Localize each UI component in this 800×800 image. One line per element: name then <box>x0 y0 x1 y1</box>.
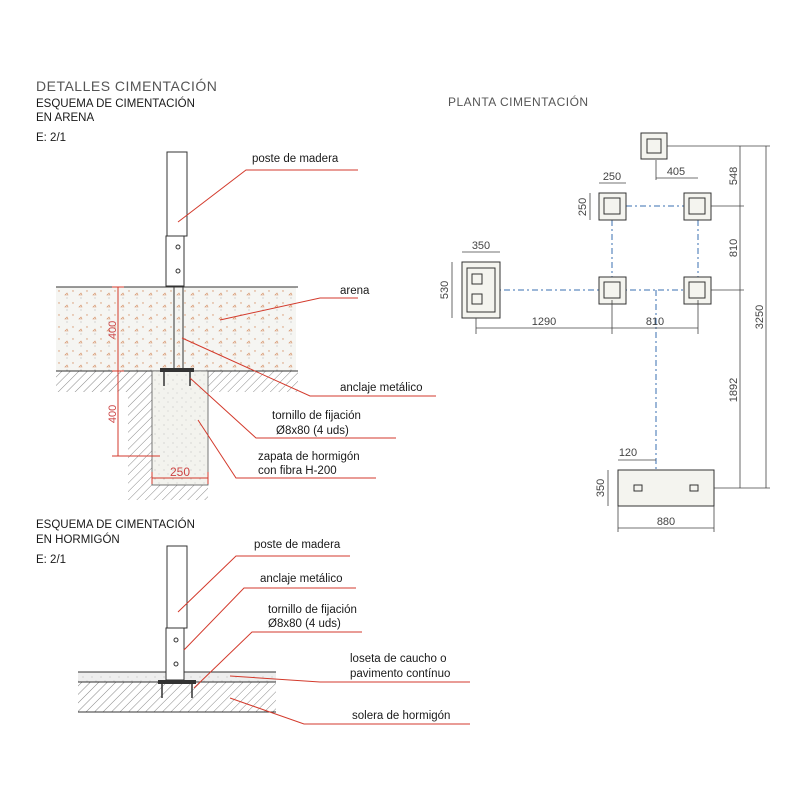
label-footing-line1: zapata de hormigón <box>258 451 360 463</box>
label-footing-line2: con fibra H-200 <box>258 465 337 477</box>
leader-sand <box>219 297 358 321</box>
dim-plan-880: 880 <box>657 516 675 528</box>
dim-plan-3250: 3250 <box>754 305 766 329</box>
dim-plan-1892: 1892 <box>728 378 740 402</box>
plan-dimension-lines <box>451 145 770 532</box>
dim-plan-810-vertical: 810 <box>728 239 740 257</box>
label-concrete-bolt1: tornillo de fijación <box>268 604 357 616</box>
label-concrete-post: poste de madera <box>254 539 341 551</box>
leader-anchor <box>181 337 436 397</box>
label-wooden-post: poste de madera <box>252 153 339 165</box>
label-concrete-slab: solera de hormigón <box>352 710 450 722</box>
concrete-anchor-plate <box>165 627 185 681</box>
dim-plan-250-width: 250 <box>603 171 621 183</box>
concrete-wooden-post <box>166 545 188 629</box>
plan-footing-tr <box>683 192 712 221</box>
foundation-plan: 250 250 405 548 810 3250 350 530 1290 81… <box>439 132 770 532</box>
dim-plan-1290: 1290 <box>532 316 556 328</box>
label-sand: arena <box>340 285 370 297</box>
anchor-plate <box>165 235 185 287</box>
dim-plan-250-height: 250 <box>577 198 589 216</box>
dim-plan-810-horizontal: 810 <box>646 316 664 328</box>
dim-sand-depth: 400 <box>107 321 119 339</box>
concrete-slab <box>78 682 276 712</box>
plan-footing-bl <box>598 276 627 305</box>
label-concrete-bolt2: Ø8x80 (4 uds) <box>268 618 341 630</box>
concrete-section: poste de madera anclaje metálico tornill… <box>78 539 470 725</box>
leader-bolt <box>189 377 396 439</box>
dim-plan-548: 548 <box>728 167 740 185</box>
label-tile-line2: pavimento contínuo <box>350 668 450 680</box>
leader-footing <box>197 419 376 479</box>
label-concrete-anchor: anclaje metálico <box>260 573 342 585</box>
wooden-post <box>166 151 188 237</box>
plan-title: PLANTA CIMENTACIÓN <box>448 94 589 109</box>
plan-footing-top <box>640 132 668 160</box>
label-tile-line1: loseta de caucho o <box>350 653 447 665</box>
label-bolt-line2: Ø8x80 (4 uds) <box>276 425 349 437</box>
plan-footing-tl <box>598 192 627 221</box>
plan-footing-br <box>683 276 712 305</box>
plan-footing-bottom <box>617 469 715 507</box>
label-metal-anchor: anclaje metálico <box>340 382 422 394</box>
concrete-section-title: ESQUEMA DE CIMENTACIÓN <box>36 518 195 531</box>
label-bolt-line1: tornillo de fijación <box>272 410 361 422</box>
sand-section-title: ESQUEMA DE CIMENTACIÓN <box>36 97 195 110</box>
dim-plan-120: 120 <box>619 447 637 459</box>
sand-scale: E: 2/1 <box>36 132 66 144</box>
dim-footing-depth: 400 <box>107 405 119 423</box>
sand-section: 400 400 250 poste de madera arena anclaj… <box>56 151 436 500</box>
leader-post <box>177 169 358 223</box>
dim-plan-350-width: 350 <box>472 240 490 252</box>
concrete-scale: E: 2/1 <box>36 554 66 566</box>
dim-plan-405: 405 <box>667 166 685 178</box>
plan-footing-left <box>461 261 501 319</box>
dim-footing-width: 250 <box>170 465 190 479</box>
dim-plan-350-height: 350 <box>595 479 607 497</box>
main-title: DETALLES CIMENTACIÓN <box>36 78 217 94</box>
sand-section-subtitle: EN ARENA <box>36 112 94 124</box>
concrete-section-subtitle: EN HORMIGÓN <box>36 533 120 546</box>
dim-plan-530: 530 <box>439 281 451 299</box>
